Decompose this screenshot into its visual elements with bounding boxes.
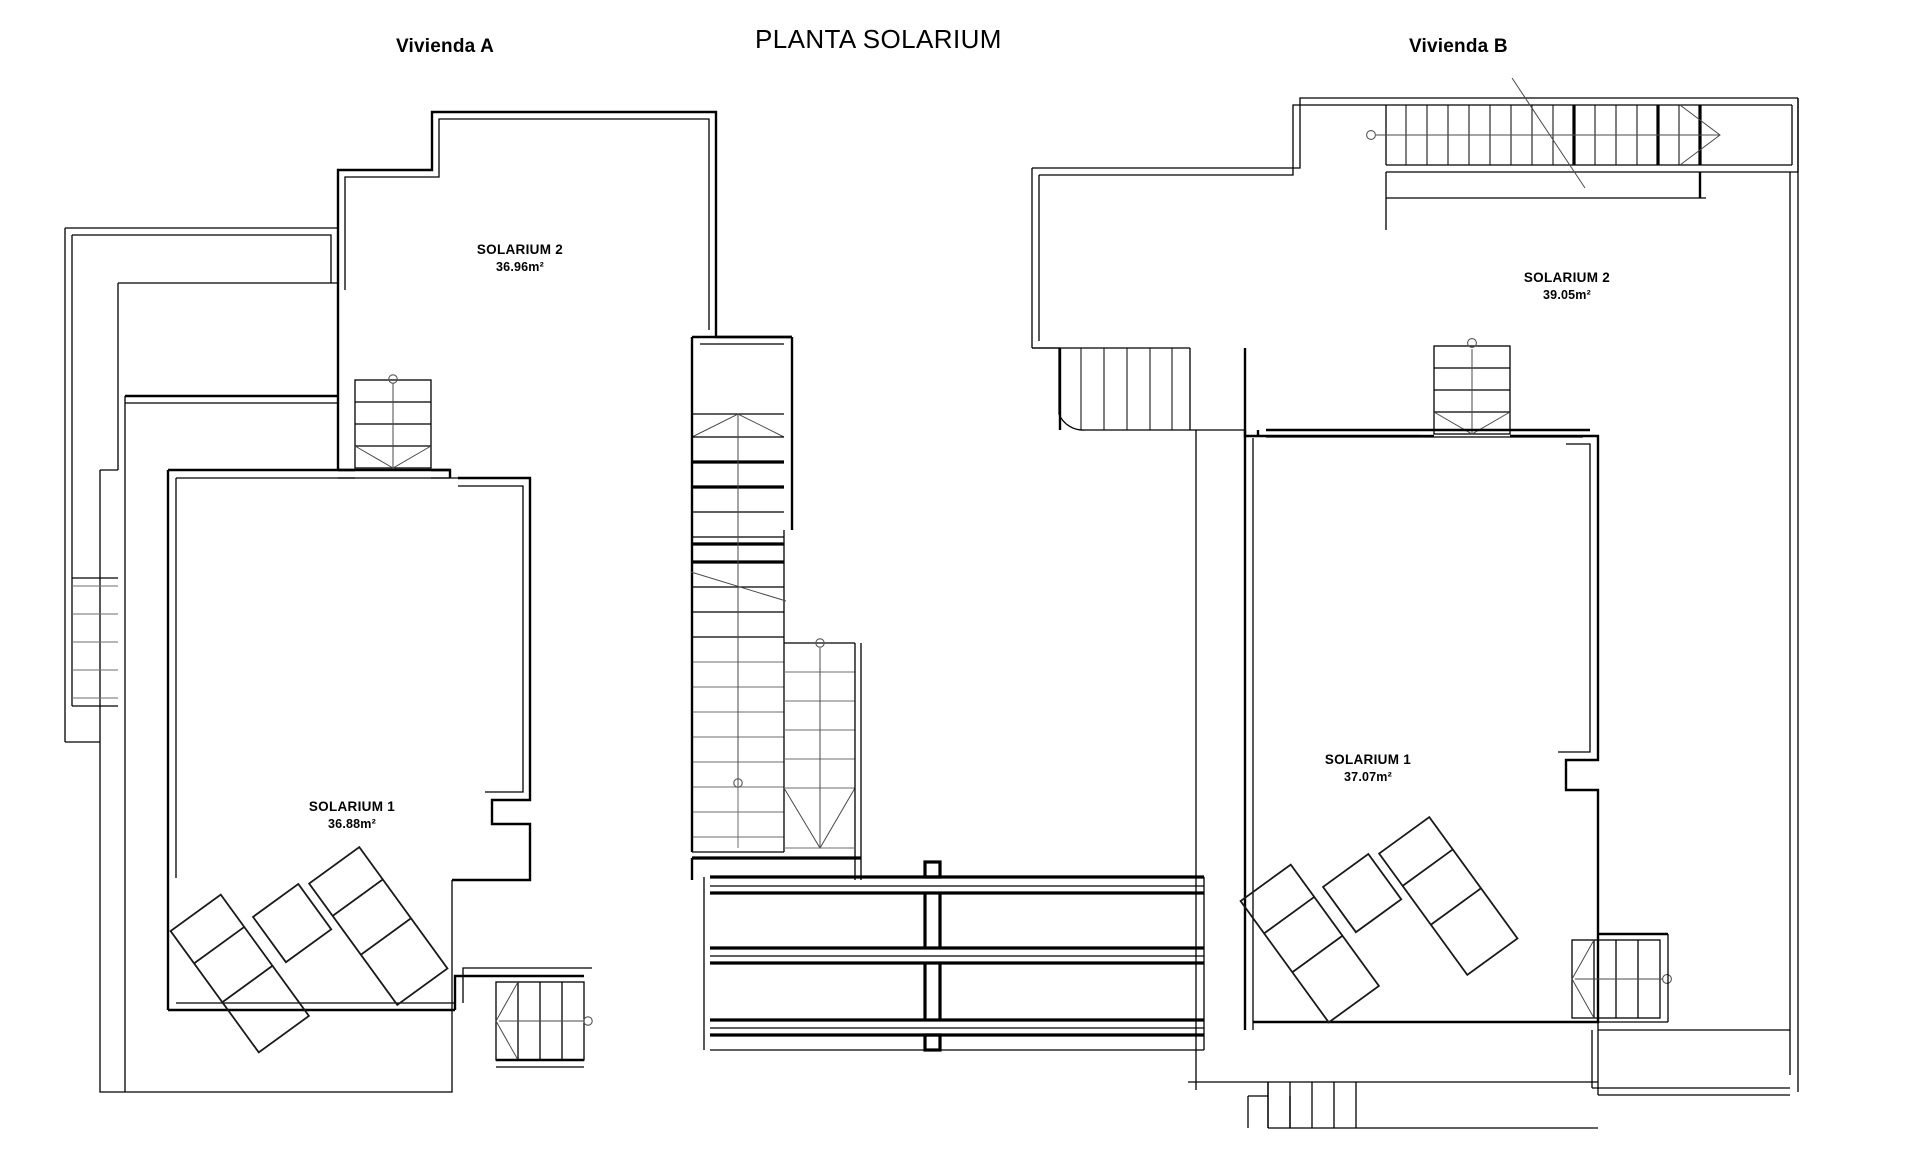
b-furniture-group — [1239, 815, 1519, 1024]
b-upper-slab — [1031, 97, 1386, 349]
central-stair-core — [690, 335, 862, 880]
plan-vivienda-a — [64, 110, 792, 1093]
a-lounger-1 — [169, 893, 311, 1054]
break-line — [690, 571, 787, 602]
b-stair-upper — [1420, 338, 1566, 438]
a-lounger-2 — [307, 845, 449, 1007]
center-stair-short — [783, 638, 862, 880]
a-stair-outer-left — [72, 577, 118, 707]
a-furniture-group — [169, 845, 449, 1054]
a-upper-left-slab — [64, 227, 339, 742]
center-stair-long — [690, 413, 785, 853]
a-terrace-boundary — [65, 396, 453, 1093]
b-break-line — [1511, 77, 1586, 189]
plan-vivienda-b — [1031, 77, 1799, 1129]
a-solarium-1-outline — [166, 468, 532, 1012]
b-stair-lower — [1571, 932, 1672, 1023]
a-stair-lower — [453, 967, 593, 1068]
b-lounger-1 — [1239, 863, 1381, 1024]
center-railing — [703, 860, 1205, 1052]
b-solarium-1-outline — [1243, 428, 1600, 1030]
b-stair-curved-left — [1032, 347, 1245, 431]
b-terrace-boundary — [1188, 430, 1790, 1096]
b-stair-bottom — [1247, 1082, 1598, 1129]
a-side-table — [251, 882, 333, 964]
b-side-table — [1321, 852, 1403, 934]
b-lounger-2 — [1377, 815, 1519, 977]
